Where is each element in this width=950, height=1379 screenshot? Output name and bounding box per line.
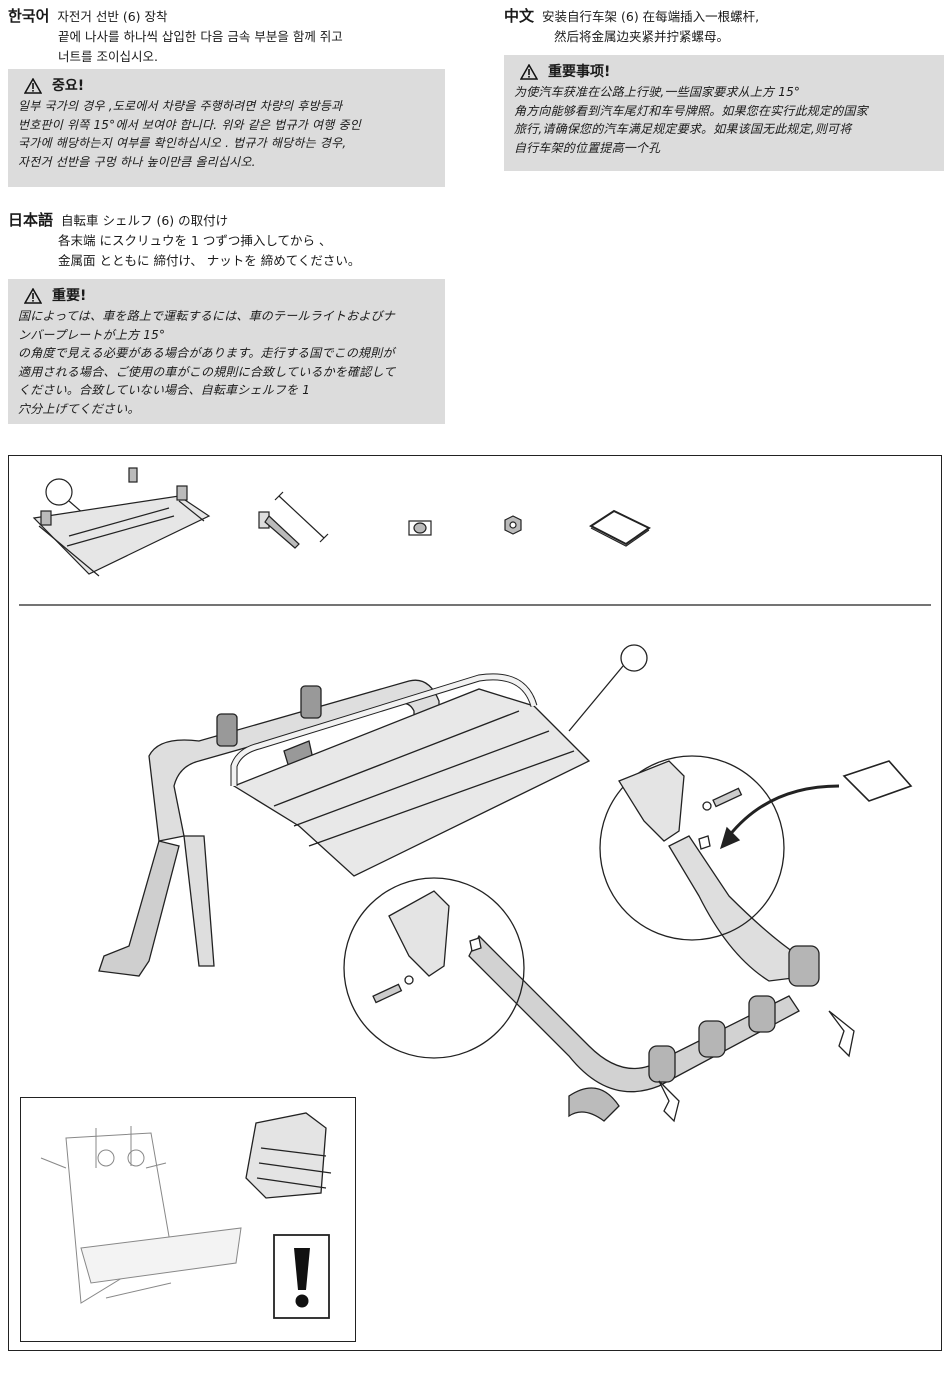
parts-row [32, 467, 651, 577]
chinese-instruction-line-2: 然后将金属边夹紧并拧紧螺母。 [554, 29, 730, 44]
chinese-language-label: 中文 [504, 7, 535, 25]
japanese-instruction-line-2: 各末端 にスクリュウを 1 つずつ挿入してから 、 [58, 233, 332, 248]
japanese-instruction-line-3: 金属面 とともに 締付け、 ナットを 締めてください。 [58, 253, 361, 268]
chinese-warning-line-2: 角方向能够看到汽车尾灯和车号牌照。如果您在实行此规定的国家 [514, 103, 868, 118]
korean-warning-box: 중요! 일부 국가의 경우 ,도로에서 차량을 주행하려면 차량의 후방등과 번… [8, 69, 445, 187]
japanese-warning-line-3: の角度で見える必要がある場合があります。走行する国でこの規則が [18, 346, 395, 360]
japanese-warning-line-4: 適用される場合、ご使用の車がこの規則に合致しているかを確認して [18, 364, 396, 379]
japanese-warning-box: 重要! 国によっては、車を路上で運転するには、車のテールライトおよびナ ンバープ… [8, 279, 445, 424]
part-nut [504, 515, 522, 535]
chinese-warning-line-3: 旅行,请确保您的汽车满足规定要求。如果该国无此规定,则可将 [514, 122, 852, 136]
chinese-section: 中文 安装自行车架 (6) 在每端插入一根螺杆, 然后将金属边夹紧并拧紧螺母。 [504, 6, 944, 47]
exclamation-icon [273, 1234, 330, 1319]
japanese-warning-line-6: 穴分上げてください。 [18, 401, 140, 416]
korean-warning-line-3: 국가에 해당하는지 여부를 확인하십시오 . 법규가 해당하는 경우, [18, 136, 347, 150]
korean-instruction-line-3: 너트를 조이십시오. [58, 49, 158, 64]
chinese-warning-line-4: 自行车架的位置提高一个孔 [514, 140, 661, 155]
inset-drawing [40, 1112, 332, 1319]
inset-panel [20, 1097, 356, 1342]
korean-language-label: 한국어 [8, 7, 50, 25]
chinese-instruction-line-1: 安装自行车架 (6) 在每端插入一根螺杆, [542, 9, 760, 24]
chinese-warning-title: 重要事项! [548, 64, 611, 80]
assembly-drawing [19, 467, 931, 1123]
japanese-warning-line-2: ンバープレートが上方 15° [18, 327, 166, 342]
korean-section: 한국어 자전거 선반 (6) 장착 끝에 나사를 하나씩 삽입한 다음 금속 부… [8, 6, 448, 67]
korean-warning-title: 중요! [52, 78, 85, 94]
japanese-warning-line-5: ください。合致していない場合、自転車シェルフを 1 [18, 383, 311, 397]
japanese-warning-title: 重要! [52, 288, 87, 304]
japanese-instruction-line-1: 自転車 シェルフ (6) の取付け [61, 213, 229, 228]
assembly-illustration [8, 455, 942, 1351]
korean-warning-line-4: 자전거 선반을 구멍 하나 높이만큼 올리십시오. [18, 154, 256, 169]
warning-triangle-icon [24, 78, 42, 94]
part-screw [258, 491, 329, 549]
inset-car-view [40, 1126, 242, 1304]
korean-warning-line-1: 일부 국가의 경우 ,도로에서 차량을 주행하려면 차량의 후방등과 [18, 99, 343, 113]
part-rubber-pad [589, 509, 651, 547]
korean-instruction-line-2: 끝에 나사를 하나씩 삽입한 다음 금속 부분을 함께 쥐고 [58, 29, 343, 44]
bike-rack-main [98, 644, 913, 1123]
chinese-warning-line-1: 为使汽车获准在公路上行驶,一些国家要求从上方 15° [514, 85, 801, 99]
part-bike-shelf-thumbnail [32, 467, 211, 577]
korean-warning-line-2: 번호판이 위쪽 15°에서 보여야 합니다. 위와 같은 법규가 여행 중인 [18, 117, 362, 132]
part-washer [408, 520, 432, 536]
chinese-warning-box: 重要事项! 为使汽车获准在公路上行驶,一些国家要求从上方 15° 角方向能够看到… [504, 55, 944, 171]
warning-triangle-icon [520, 64, 538, 80]
japanese-warning-line-1: 国によっては、車を路上で運転するには、車のテールライトおよびナ [18, 309, 396, 323]
hands-pressing-pad-icon [245, 1112, 332, 1199]
warning-triangle-icon [24, 288, 42, 304]
japanese-section: 日本語 自転車 シェルフ (6) の取付け 各末端 にスクリュウを 1 つずつ挿… [8, 210, 448, 271]
korean-instruction-line-1: 자전거 선반 (6) 장착 [57, 9, 168, 24]
japanese-language-label: 日本語 [8, 211, 54, 229]
